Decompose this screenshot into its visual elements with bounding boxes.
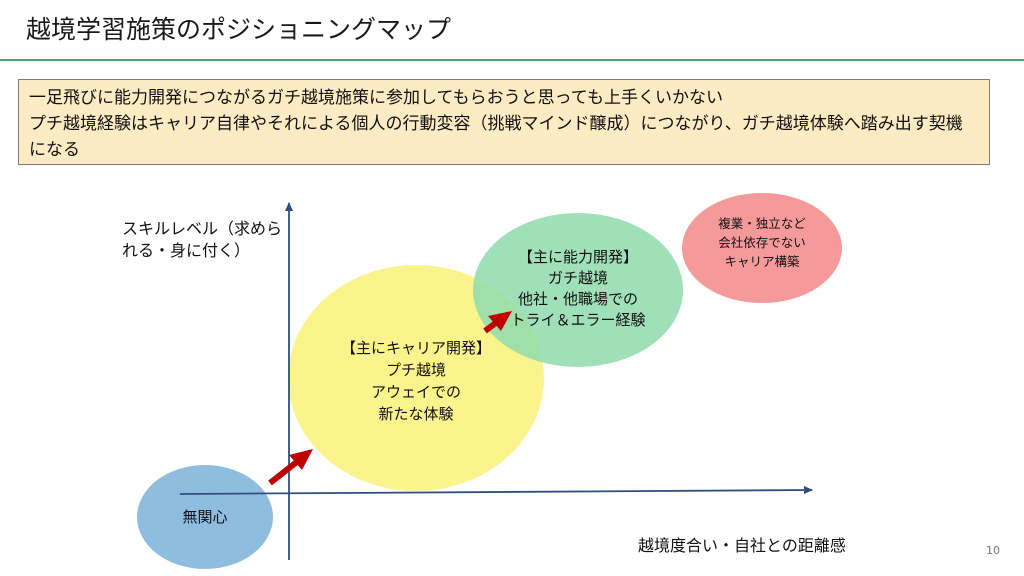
petit-category: 【主にキャリア開発】	[340, 339, 491, 357]
y-axis-label: スキルレベル（求められる・身に付く）	[122, 219, 283, 260]
bubble-independent-career	[682, 193, 842, 303]
bubble-petit-ekkyo	[288, 265, 544, 491]
petit-name: プチ越境	[385, 361, 446, 379]
page-number: 10	[986, 544, 1000, 557]
bubble-gachi-ekkyo	[473, 213, 683, 367]
arrow-petit-to-gachi	[483, 311, 512, 334]
bubble-unrelated-label: 無関心	[182, 508, 228, 526]
title-divider	[0, 59, 1024, 61]
bubble-petit-label: 【主にキャリア開発】 プチ越境 アウェイでの 新たな体験	[316, 337, 516, 425]
bubble-gachi-label: 【主に能力開発】 ガチ越境 他社・他職場での トライ＆エラー経験	[478, 247, 678, 331]
petit-desc-1: アウェイでの	[370, 383, 461, 401]
gachi-desc-1: 他社・他職場での	[517, 290, 638, 308]
bubble-independent-label: 複業・独立など 会社依存でない キャリア構築	[718, 216, 806, 269]
petit-desc-2: 新たな体験	[378, 405, 454, 423]
bubble-unrelated	[137, 465, 273, 569]
x-axis	[179, 486, 813, 495]
page-title: 越境学習施策のポジショニングマップ	[26, 15, 452, 44]
key-message-line-1: 一足飛びに能力開発につながるガチ越境施策に参加してもらおうと思っても上手くいかな…	[29, 88, 723, 108]
key-message-box: 一足飛びに能力開発につながるガチ越境施策に参加してもらおうと思っても上手くいかな…	[18, 79, 990, 165]
arrow-unrelated-to-petit	[268, 449, 313, 486]
gachi-name: ガチ越境	[547, 269, 608, 287]
x-axis-label: 越境度合い・自社との距離感	[638, 536, 846, 555]
gachi-desc-2: トライ＆エラー経験	[510, 311, 646, 329]
key-message-line-2: プチ越境経験はキャリア自律やそれによる個人の行動変容（挑戦マインド醸成）につなが…	[29, 114, 963, 160]
gachi-category: 【主に能力開発】	[517, 248, 638, 266]
